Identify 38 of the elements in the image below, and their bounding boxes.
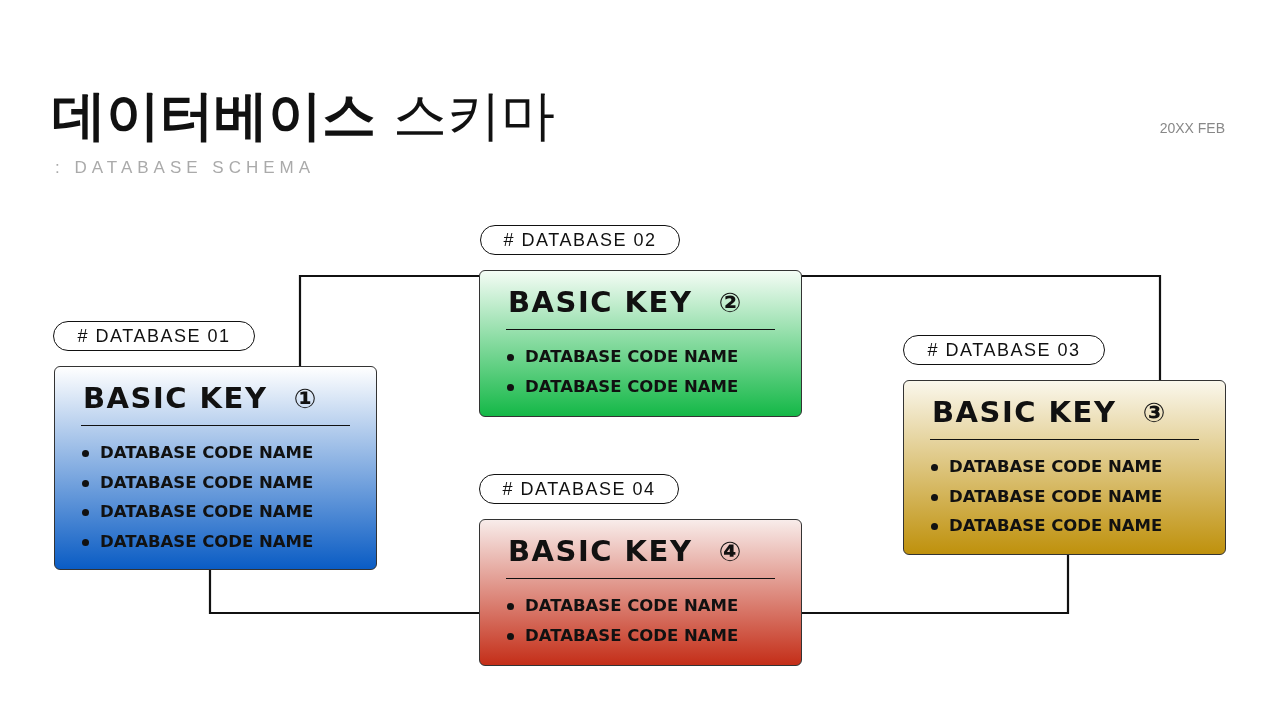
tag-pill: [903, 335, 1105, 365]
card-title: BASIC KEY: [932, 395, 1117, 429]
key-card: [54, 366, 377, 570]
bullet-item: DATABASE CODE NAME: [930, 511, 1163, 541]
connector-line: [208, 570, 479, 615]
bullet-item: DATABASE CODE NAME: [506, 342, 739, 372]
bullet-item: DATABASE CODE NAME: [930, 481, 1163, 511]
bullet-item: DATABASE CODE NAME: [81, 497, 314, 527]
connector-line: [298, 274, 479, 366]
circled-number: ③: [1142, 396, 1166, 428]
card-title: BASIC KEY: [508, 534, 693, 568]
card-title: BASIC KEY: [83, 381, 268, 415]
tag-label: # DATABASE 01: [77, 325, 231, 347]
bullet-item: DATABASE CODE NAME: [506, 620, 739, 650]
subtitle: : DATABASE SCHEMA: [55, 158, 316, 178]
connector-line: [802, 274, 1162, 380]
bullet-item: DATABASE CODE NAME: [81, 526, 314, 556]
key-card: [479, 519, 802, 666]
circled-number: ④: [718, 535, 742, 567]
connector-line: [802, 555, 1070, 615]
card-title: BASIC KEY: [508, 285, 693, 319]
tag-label: # DATABASE 03: [927, 339, 1081, 361]
tag-label: # DATABASE 04: [502, 478, 656, 500]
bullet-item: DATABASE CODE NAME: [81, 467, 314, 497]
key-card: [479, 270, 802, 417]
circled-number: ②: [718, 286, 742, 318]
tag-pill: [480, 225, 680, 255]
bullet-item: DATABASE CODE NAME: [81, 438, 314, 468]
title: 데이터베이스 스키마: [52, 83, 556, 149]
key-card: [903, 380, 1226, 555]
tag-label: # DATABASE 02: [503, 229, 657, 251]
bullet-item: DATABASE CODE NAME: [930, 452, 1163, 482]
tag-pill: [53, 321, 255, 351]
date-label: 20XX FEB: [1159, 120, 1225, 136]
bullet-item: DATABASE CODE NAME: [506, 371, 739, 401]
tag-pill: [479, 474, 679, 504]
circled-number: ①: [293, 382, 317, 414]
bullet-item: DATABASE CODE NAME: [506, 591, 739, 621]
